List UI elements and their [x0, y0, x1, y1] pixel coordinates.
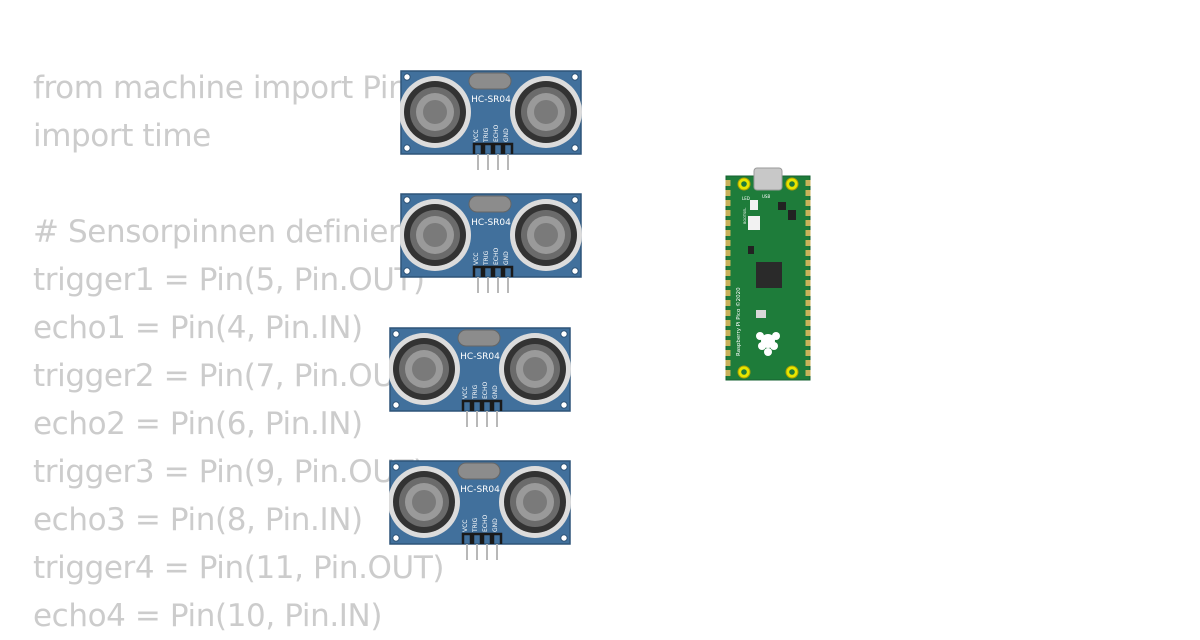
- sensor-pin-label: TRIG: [472, 384, 479, 400]
- header-pin[interactable]: [725, 280, 731, 286]
- raspberry-logo-icon: [756, 332, 780, 356]
- left-transducer-icon: [388, 466, 460, 538]
- header-pin[interactable]: [805, 260, 811, 266]
- sensor-pin-label: TRIG: [483, 250, 490, 266]
- header-pin[interactable]: [805, 340, 811, 346]
- code-line: trigger4 = Pin(11, Pin.OUT): [33, 550, 445, 586]
- sensor-pin-label: VCC: [473, 253, 480, 265]
- header-pin[interactable]: [805, 180, 811, 186]
- header-pin[interactable]: [725, 220, 731, 226]
- board-brand-text: Raspberry Pi Pico ©2020: [735, 287, 742, 356]
- sensor-pin-label: ECHO: [482, 382, 489, 399]
- left-transducer-icon: [399, 199, 471, 271]
- ultrasonic-sensor-1[interactable]: HC-SR04 VCC TRIG ECHO GND: [399, 70, 582, 178]
- sensor-pin-label: ECHO: [493, 125, 500, 142]
- header-pin[interactable]: [805, 210, 811, 216]
- sensor-pin-label: GND: [503, 128, 510, 142]
- header-pin[interactable]: [725, 180, 731, 186]
- header-pin[interactable]: [725, 330, 731, 336]
- header-pin[interactable]: [725, 320, 731, 326]
- header-pin[interactable]: [725, 360, 731, 366]
- sensor-model-label: HC-SR04: [460, 352, 500, 362]
- code-line: trigger1 = Pin(5, Pin.OUT): [33, 262, 425, 298]
- code-line: trigger3 = Pin(9, Pin.OUT): [33, 454, 425, 490]
- left-transducer-icon: [399, 76, 471, 148]
- header-pin[interactable]: [725, 200, 731, 206]
- ultrasonic-sensor-3[interactable]: HC-SR04 VCC TRIG ECHO GND: [388, 327, 571, 435]
- sensor-pin-label: VCC: [462, 387, 469, 399]
- code-line: trigger2 = Pin(7, Pin.OUT): [33, 358, 425, 394]
- header-pin[interactable]: [805, 350, 811, 356]
- header-pin[interactable]: [805, 230, 811, 236]
- sensor-pin-label: TRIG: [472, 517, 479, 533]
- code-line: echo3 = Pin(8, Pin.IN): [33, 502, 363, 538]
- sensor-model-label: HC-SR04: [460, 485, 500, 495]
- header-pin[interactable]: [725, 210, 731, 216]
- header-pin[interactable]: [725, 260, 731, 266]
- sensor-pin-label: GND: [503, 251, 510, 265]
- sensor-model-label: HC-SR04: [471, 95, 511, 105]
- header-pin[interactable]: [805, 240, 811, 246]
- code-line: echo1 = Pin(4, Pin.IN): [33, 310, 363, 346]
- header-pin[interactable]: [725, 300, 731, 306]
- sensor-pin-label: TRIG: [483, 127, 490, 143]
- bootsel-label: BOOTSEL: [743, 208, 747, 224]
- header-pin[interactable]: [805, 250, 811, 256]
- header-pin[interactable]: [725, 240, 731, 246]
- sensor-pin-label: VCC: [462, 520, 469, 532]
- header-pin[interactable]: [805, 280, 811, 286]
- right-transducer-icon: [510, 199, 582, 271]
- header-pin[interactable]: [805, 320, 811, 326]
- ultrasonic-sensor-4[interactable]: HC-SR04 VCC TRIG ECHO GND: [388, 460, 571, 568]
- usb-label: USB: [762, 194, 770, 199]
- right-transducer-icon: [499, 466, 571, 538]
- header-pin[interactable]: [725, 250, 731, 256]
- code-line: from machine import Pin: [33, 70, 408, 106]
- left-transducer-icon: [388, 333, 460, 405]
- raspberry-pi-pico-board[interactable]: LED USB BOOTSEL Raspberry Pi Pico ©2020: [724, 166, 812, 382]
- sensor-pin-label: ECHO: [482, 515, 489, 532]
- code-line: # Sensorpinnen definieren: [33, 214, 438, 250]
- header-pin[interactable]: [805, 290, 811, 296]
- header-pin[interactable]: [725, 290, 731, 296]
- header-pin[interactable]: [725, 310, 731, 316]
- ultrasonic-sensor-2[interactable]: HC-SR04 VCC TRIG ECHO GND: [399, 193, 582, 301]
- header-pin[interactable]: [725, 350, 731, 356]
- code-line: import time: [33, 118, 211, 154]
- header-pin[interactable]: [725, 190, 731, 196]
- header-pin[interactable]: [805, 370, 811, 376]
- header-pin[interactable]: [805, 200, 811, 206]
- header-pin[interactable]: [805, 270, 811, 276]
- header-pin[interactable]: [725, 270, 731, 276]
- right-transducer-icon: [499, 333, 571, 405]
- sensor-pin-label: ECHO: [493, 248, 500, 265]
- header-pin[interactable]: [805, 330, 811, 336]
- header-pin[interactable]: [805, 220, 811, 226]
- code-line: echo4 = Pin(10, Pin.IN): [33, 598, 383, 634]
- code-line: [33, 160, 444, 208]
- header-pin[interactable]: [725, 370, 731, 376]
- sensor-pin-label: GND: [492, 385, 499, 399]
- right-transducer-icon: [510, 76, 582, 148]
- code-editor[interactable]: from machine import Pin import time # Se…: [33, 64, 444, 640]
- header-pin[interactable]: [805, 360, 811, 366]
- led-label: LED: [742, 196, 750, 201]
- sensor-pin-label: GND: [492, 518, 499, 532]
- header-pin[interactable]: [725, 230, 731, 236]
- header-pin[interactable]: [805, 300, 811, 306]
- sensor-model-label: HC-SR04: [471, 218, 511, 228]
- sensor-pin-label: VCC: [473, 130, 480, 142]
- header-pin[interactable]: [805, 310, 811, 316]
- code-line: echo2 = Pin(6, Pin.IN): [33, 406, 363, 442]
- header-pin[interactable]: [805, 190, 811, 196]
- header-pin[interactable]: [725, 340, 731, 346]
